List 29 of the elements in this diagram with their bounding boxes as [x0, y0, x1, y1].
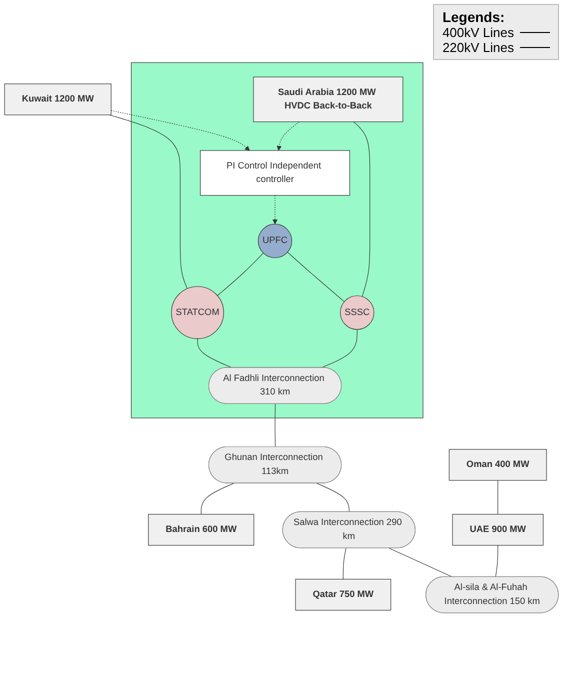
arrow [272, 194, 278, 224]
arrow [276, 121, 300, 151]
cluster [130, 62, 424, 418]
connector [274, 403, 276, 448]
node-box: Oman 400 MW [448, 448, 547, 480]
legend-text: 220kV Lines [442, 40, 514, 55]
connector [353, 121, 370, 297]
legend-title: Legends: [442, 9, 506, 25]
node-circle: SSSC [340, 295, 374, 330]
connector [320, 328, 358, 368]
connector [388, 548, 453, 577]
node-box: Qatar 750 MW [295, 578, 392, 610]
node-circle: UPFC [258, 224, 292, 258]
connector [217, 252, 264, 296]
node-box: Kuwait 1200 MW [4, 83, 112, 115]
connector [342, 548, 346, 580]
node-box: UAE 900 MW [452, 514, 544, 546]
arrow [110, 110, 250, 151]
connector [287, 252, 345, 302]
connector [495, 544, 498, 577]
connector [109, 114, 188, 289]
connector [197, 338, 232, 368]
node-box: Saudi Arabia 1200 MW HVDC Back-to-Back [253, 76, 404, 122]
node-box: Bahrain 600 MW [148, 514, 254, 546]
connector [316, 482, 350, 512]
legend-text: 400kV Lines [442, 25, 514, 40]
connector [200, 482, 234, 514]
node-box: PI Control Independent controller [200, 150, 350, 196]
node-circle: STATCOM [171, 286, 224, 339]
